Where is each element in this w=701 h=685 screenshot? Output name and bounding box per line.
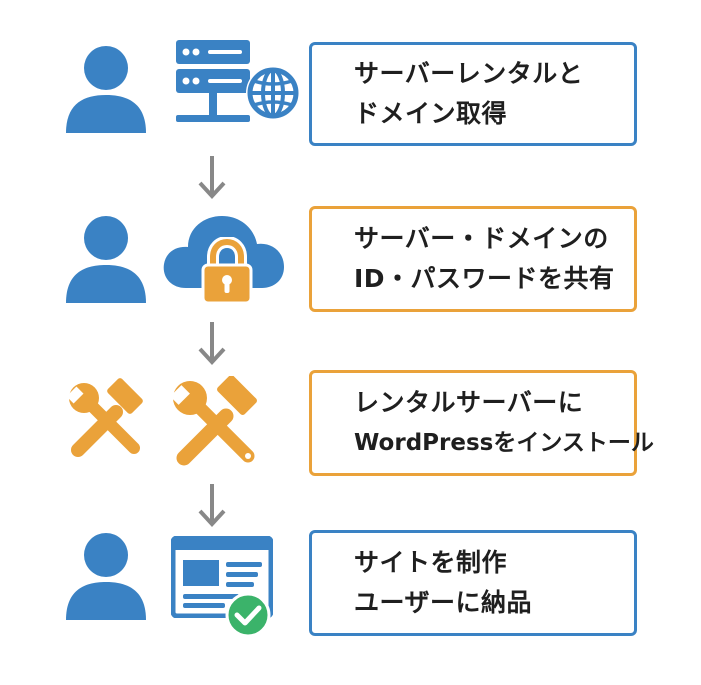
- globe-icon: [244, 64, 302, 122]
- arrow-down-icon: [192, 484, 232, 528]
- step-box-2: サーバー・ドメインの ID・パスワードを共有: [309, 206, 637, 312]
- server-icon: [176, 40, 254, 132]
- step-2-line-2: ID・パスワードを共有: [354, 264, 615, 293]
- user-icon: [62, 213, 150, 303]
- step-3-line-2: WordPressをインストール: [354, 430, 654, 456]
- step-3-line-1: レンタルサーバーに: [354, 388, 584, 417]
- step-box-3: レンタルサーバーに WordPressをインストール: [309, 370, 654, 476]
- step-1-line-2: ドメイン取得: [354, 99, 508, 128]
- user-icon: [62, 43, 150, 133]
- step-4-line-2: ユーザーに納品: [354, 588, 533, 617]
- step-4-line-1: サイトを制作: [354, 548, 508, 577]
- tools-icon: [168, 376, 264, 472]
- tools-icon: [64, 378, 150, 464]
- check-badge-icon: [225, 592, 271, 638]
- step-1-line-1: サーバーレンタルと: [354, 59, 584, 88]
- step-box-4: サイトを制作 ユーザーに納品: [309, 530, 637, 636]
- arrow-down-icon: [192, 156, 232, 200]
- padlock-icon: [201, 237, 253, 305]
- cloud-icon: [162, 212, 286, 290]
- step-2-line-1: サーバー・ドメインの: [354, 224, 609, 253]
- arrow-down-icon: [192, 322, 232, 366]
- user-icon: [62, 530, 150, 620]
- step-box-1: サーバーレンタルと ドメイン取得: [309, 42, 637, 146]
